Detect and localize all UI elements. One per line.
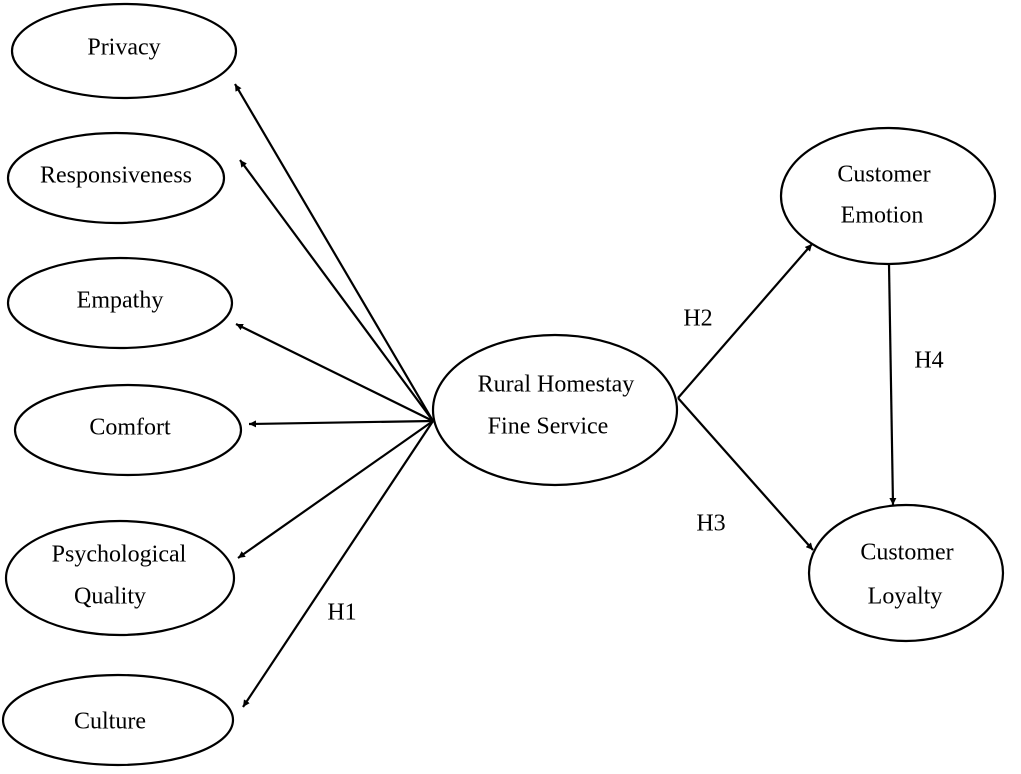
hypothesis-h4-label: H4 bbox=[914, 348, 943, 374]
arrow-to-comfort bbox=[248, 419, 434, 428]
node-privacy: Privacy bbox=[10, 2, 238, 100]
node-rural-homestay-line1: Rural Homestay bbox=[478, 372, 635, 398]
node-empathy: Empathy bbox=[6, 256, 234, 350]
node-customer-emotion-line2: Emotion bbox=[841, 203, 924, 229]
node-customer-loyalty-line1: Customer bbox=[860, 540, 953, 566]
arrow-to-customer-emotion bbox=[677, 243, 813, 399]
node-comfort: Comfort bbox=[13, 383, 243, 477]
node-psychological-quality-line2: Quality bbox=[74, 584, 146, 610]
hypothesis-h3-label: H3 bbox=[696, 511, 725, 537]
node-rural-homestay-line2: Fine Service bbox=[488, 414, 609, 440]
node-customer-loyalty-line2: Loyalty bbox=[868, 584, 943, 610]
edges bbox=[234, 83, 897, 708]
node-customer-emotion: Customer Emotion bbox=[779, 126, 997, 266]
node-empathy-label: Empathy bbox=[77, 288, 164, 314]
hypothesis-h1-label: H1 bbox=[327, 600, 356, 626]
arrow-to-empathy bbox=[235, 323, 434, 422]
node-psychological-quality: Psychological Quality bbox=[4, 519, 236, 637]
node-customer-loyalty: Customer Loyalty bbox=[807, 503, 1005, 643]
hypothesis-h2-label: H2 bbox=[683, 306, 712, 332]
arrow-to-psychological-quality bbox=[237, 420, 434, 559]
node-culture-label: Culture bbox=[74, 709, 146, 735]
node-responsiveness-label: Responsiveness bbox=[40, 163, 192, 189]
node-psychological-quality-line1: Psychological bbox=[52, 542, 187, 568]
node-customer-emotion-line1: Customer bbox=[837, 162, 930, 188]
node-rural-homestay-fine-service: Rural Homestay Fine Service bbox=[431, 333, 679, 487]
node-comfort-label: Comfort bbox=[89, 415, 171, 441]
arrow-to-culture bbox=[242, 420, 434, 708]
arrow-emotion-to-loyalty bbox=[887, 263, 897, 506]
node-privacy-label: Privacy bbox=[87, 35, 160, 61]
arrow-to-responsiveness bbox=[239, 159, 434, 422]
node-culture: Culture bbox=[1, 673, 235, 767]
arrow-to-privacy bbox=[234, 83, 434, 422]
node-responsiveness: Responsiveness bbox=[6, 131, 226, 225]
arrow-to-customer-loyalty bbox=[677, 397, 814, 551]
